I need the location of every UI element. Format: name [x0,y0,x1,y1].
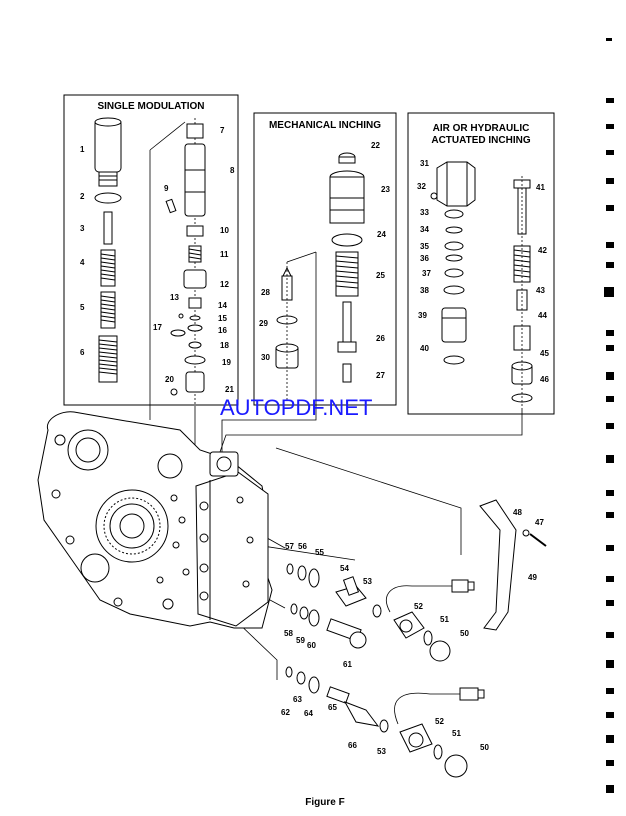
callout-42: 42 [538,246,547,255]
callout-41: 41 [536,183,545,192]
transmission-housing [37,411,273,629]
callout-54: 54 [340,564,349,573]
callout-10: 10 [220,226,229,235]
callout-12: 12 [220,280,229,289]
callout-24: 24 [377,230,386,239]
callout-35: 35 [420,242,429,251]
callout-4: 4 [80,258,85,267]
callout-8: 8 [230,166,235,175]
callout-23: 23 [381,185,390,194]
page-edge-marks [604,38,614,793]
callout-9: 9 [164,184,169,193]
callout-61: 61 [343,660,352,669]
callout-44: 44 [538,311,547,320]
callout-65: 65 [328,703,337,712]
callout-11: 11 [220,250,229,259]
callout-34: 34 [420,225,429,234]
watermark-text: AUTOPDF.NET [220,395,372,420]
panel-air-hydraulic: AIR OR HYDRAULIC ACTUATED INCHING [407,112,555,415]
callout-45: 45 [540,349,549,358]
callout-56: 56 [298,542,307,551]
callout-5: 5 [80,303,85,312]
callout-15: 15 [218,314,227,323]
callout-14: 14 [218,301,227,310]
callout-51b: 51 [452,729,461,738]
callout-46: 46 [540,375,549,384]
callout-20: 20 [165,375,174,384]
callout-6: 6 [80,348,85,357]
spring-6 [98,335,118,383]
callout-53b: 53 [377,747,386,756]
callout-18: 18 [220,341,229,350]
callout-1: 1 [80,145,85,154]
callout-30: 30 [261,353,270,362]
callout-43: 43 [536,286,545,295]
callout-55: 55 [315,548,324,557]
callout-52: 52 [414,602,423,611]
callout-17: 17 [153,323,162,332]
callout-50: 50 [460,629,469,638]
callout-58: 58 [284,629,293,638]
callout-47: 47 [535,518,544,527]
callout-labels: 1 2 3 4 5 6 7 8 9 10 11 12 13 14 15 16 1… [80,126,549,756]
callout-59: 59 [296,636,305,645]
callout-57: 57 [285,542,294,551]
callout-16: 16 [218,326,227,335]
spring-4 [100,249,116,287]
callout-28: 28 [261,288,270,297]
callout-19: 19 [222,358,231,367]
callout-7: 7 [220,126,225,135]
callout-36: 36 [420,254,429,263]
callout-13: 13 [170,293,179,302]
upper-solenoid-assembly [286,563,475,662]
bracket-assembly [479,499,547,631]
panel-title-air-hydraulic-2: ACTUATED INCHING [431,135,530,146]
callout-21: 21 [225,385,234,394]
callout-48: 48 [513,508,522,517]
callout-31: 31 [420,159,429,168]
panel-single-modulation: SINGLE MODULATION [63,94,239,408]
panel-mechanical-inching: MECHANICAL INCHING [253,112,397,408]
callout-49: 49 [528,573,537,582]
lower-solenoid-assembly [285,666,485,778]
panel-title-single-modulation: SINGLE MODULATION [97,101,204,112]
callout-27: 27 [376,371,385,380]
callout-60: 60 [307,641,316,650]
callout-63: 63 [293,695,302,704]
callout-40: 40 [420,344,429,353]
callout-51: 51 [440,615,449,624]
callout-25: 25 [376,271,385,280]
callout-64: 64 [304,709,313,718]
callout-33: 33 [420,208,429,217]
figure-caption: Figure F [305,797,344,808]
callout-38: 38 [420,286,429,295]
callout-62: 62 [281,708,290,717]
callout-53: 53 [363,577,372,586]
callout-2: 2 [80,192,85,201]
callout-66: 66 [348,741,357,750]
callout-3: 3 [80,224,85,233]
callout-32: 32 [417,182,426,191]
callout-22: 22 [371,141,380,150]
callout-29: 29 [259,319,268,328]
callout-50b: 50 [480,743,489,752]
callout-39: 39 [418,311,427,320]
callout-37: 37 [422,269,431,278]
panel-title-air-hydraulic-1: AIR OR HYDRAULIC [433,123,530,134]
spring-5 [100,291,116,329]
callout-52b: 52 [435,717,444,726]
callout-26: 26 [376,334,385,343]
panel-title-mechanical-inching: MECHANICAL INCHING [269,120,381,131]
